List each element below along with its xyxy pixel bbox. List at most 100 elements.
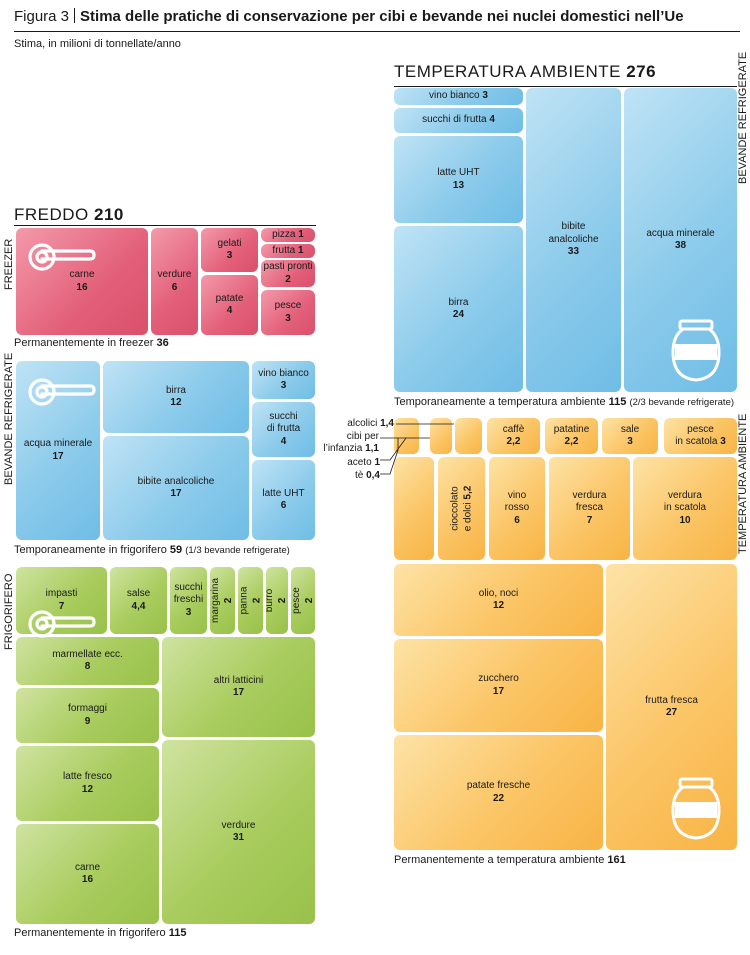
tile-name: acqua minerale — [646, 227, 715, 239]
tile-name: impasti — [45, 588, 78, 599]
tile-name: succhi di frutta — [266, 410, 301, 435]
tile-value: 3 — [627, 436, 633, 447]
tile-value: 27 — [665, 707, 678, 718]
tile-small-item-35 — [455, 418, 482, 454]
tile-value: 3 — [185, 606, 192, 618]
tile-value: 3 — [226, 250, 233, 261]
section-ambient-label: TEMPERATURA AMBIENTE — [394, 62, 621, 81]
chart-title: Stima delle pratiche di conservazione pe… — [80, 8, 684, 25]
tile-margarina: margarina 2 — [210, 567, 235, 634]
tile-name: pizza — [272, 228, 296, 240]
caption-bev-fridge-text: Temporaneamente in frigorifero — [14, 544, 167, 556]
label-aceto-name: aceto — [347, 457, 372, 468]
tile-name: succhi di frutta — [422, 114, 487, 126]
tile-name: panna — [238, 586, 249, 615]
caption-bev-ambient-value: 115 — [608, 396, 627, 408]
tile-name: formaggi — [68, 703, 107, 714]
tile-value: 7 — [58, 600, 65, 612]
tile-panna: panna 2 — [238, 567, 263, 634]
tile-name: frutta fresca — [645, 694, 698, 706]
tile-value: 24 — [452, 309, 465, 320]
tile-value: 12 — [81, 783, 94, 795]
tile-name: margarina — [210, 577, 221, 624]
tile-value: 1 — [298, 228, 304, 240]
label-alcolici: alcolici 1,4 — [320, 418, 394, 430]
tile-name: patate fresche — [466, 780, 531, 791]
caption-bev-ambient: Temporaneamente a temperatura ambiente 1… — [394, 396, 734, 408]
caption-fridge-value: 115 — [168, 927, 187, 939]
tile-value: 3 — [285, 312, 291, 324]
tile-name: latte UHT — [437, 167, 480, 178]
tile-value: 31 — [232, 832, 245, 843]
tile-value: 12 — [492, 600, 505, 611]
section-ambient-rule — [394, 86, 737, 87]
tile-name: latte fresco — [63, 771, 112, 782]
tile-name: frutta — [272, 244, 296, 256]
tile-label: pesce in scatola 3 — [675, 424, 726, 449]
tile-small-item-34 — [430, 418, 452, 454]
tile-name: pesce — [291, 587, 302, 614]
tile-name: bibite analcoliche — [137, 475, 215, 487]
tile-name: verdure — [157, 269, 192, 280]
label-te-name: tè — [354, 470, 364, 481]
tile-value: 6 — [171, 281, 178, 293]
tile-name: vino bianco — [429, 90, 480, 102]
tile-value: 1 — [298, 244, 304, 256]
tile-label: margarina 2 — [210, 578, 235, 623]
tile-value: 3 — [720, 436, 726, 447]
tile-value: 5,2 — [461, 485, 473, 500]
caption-bev-fridge-note: (1/3 bevande refrigerate) — [185, 545, 290, 556]
jar-icon — [671, 777, 721, 840]
tile-name: olio, noci — [478, 587, 519, 599]
tile-pesce: pesce 2 — [291, 567, 315, 634]
tile-label: burro 2 — [266, 589, 288, 612]
tile-small-item-40 — [394, 457, 434, 560]
side-label-ambient: TEMPERATURA AMBIENTE — [737, 413, 749, 554]
tile-name: marmellate ecc. — [52, 648, 123, 660]
tile-name: acqua minerale — [23, 438, 93, 449]
tile-value: 17 — [170, 488, 182, 499]
tile-vino-bianco: vino bianco 3 — [394, 88, 523, 105]
tile-name: patatine — [553, 423, 590, 435]
tile-name: birra — [165, 384, 186, 396]
tile-value: 17 — [52, 450, 64, 462]
section-cold-title: FREDDO 210 — [14, 205, 124, 225]
tile-value: 22 — [492, 792, 505, 804]
tile-name: zucchero — [478, 673, 519, 684]
caption-ambient: Permanentemente a temperatura ambiente 1… — [394, 854, 626, 866]
tile-label: pizza 1 — [272, 229, 304, 242]
tile-cioccolato-e-dolci: cioccolato e dolci 5,2 — [438, 457, 485, 560]
